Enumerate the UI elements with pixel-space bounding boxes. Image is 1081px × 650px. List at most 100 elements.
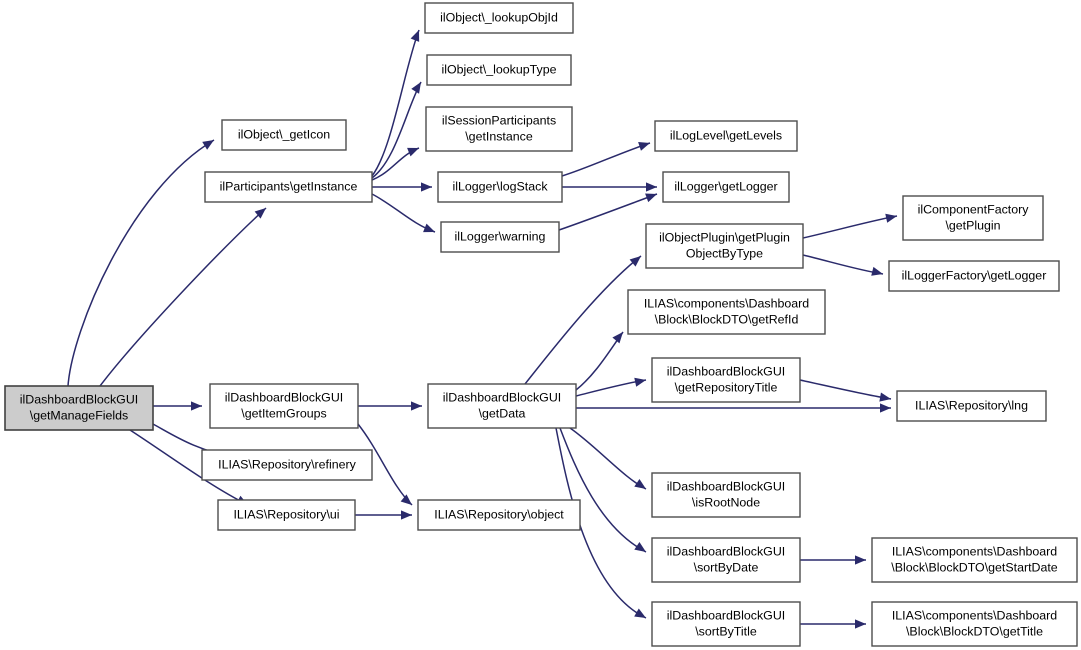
call-edge-getManageFields-to-participantsGetInstance xyxy=(99,207,267,387)
node-label-repositoryRefinery-line-0: ILIAS\Repository\refinery xyxy=(218,457,357,471)
node-box-sortByTitle xyxy=(651,601,801,647)
node-label-participantsGetInstance-line-0: ilParticipants\getInstance xyxy=(220,179,358,193)
arrowhead-2 xyxy=(191,401,202,411)
graph-node-sortByTitle[interactable]: ilDashboardBlockGUI \sortByTitle xyxy=(651,601,801,647)
node-box-repositoryRefinery xyxy=(201,449,373,481)
graph-node-repositoryObject[interactable]: ILIAS\Repository\object xyxy=(417,499,581,531)
graph-node-loggerFactoryGetLogger[interactable]: ilLoggerFactory\getLogger xyxy=(888,260,1060,292)
graph-node-blockDtoGetStartDate[interactable]: ILIAS\components\Dashboard \Block\BlockDT… xyxy=(871,537,1078,583)
node-box-getPluginObjectByType xyxy=(645,223,804,269)
graph-node-blockDtoGetRefId[interactable]: ILIAS\components\Dashboard\Block\BlockDT… xyxy=(627,289,826,335)
node-box-getItemGroups xyxy=(209,383,359,429)
node-label-repositoryUi-line-0: ILIAS\Repository\ui xyxy=(233,507,339,521)
node-box-componentFactoryGetPlugin xyxy=(902,195,1044,241)
node-box-blockDtoGetStartDate xyxy=(871,537,1078,583)
graph-node-getLogger[interactable]: ilLogger\getLogger xyxy=(662,171,790,203)
arrowhead-6 xyxy=(411,82,421,94)
graph-node-getLevels[interactable]: ilLogLevel\getLevels xyxy=(654,120,798,152)
node-box-sortByDate xyxy=(651,537,801,583)
graph-node-participantsGetInstance[interactable]: ilParticipants\getInstance xyxy=(204,171,373,203)
call-edge-getData-to-sortByDate xyxy=(559,427,647,553)
node-box-participantsGetInstance xyxy=(204,171,373,203)
arrowhead-27 xyxy=(855,619,866,629)
node-label-getData-line-0: ilDashboardBlockGUI xyxy=(443,390,561,404)
call-edge-participantsGetInstance-to-lookupObjId xyxy=(371,29,420,177)
node-box-logStack xyxy=(437,171,563,203)
arrowhead-26 xyxy=(855,555,866,565)
graph-node-repositoryUi[interactable]: ILIAS\Repository\ui xyxy=(217,499,356,531)
graph-node-repositoryRefinery[interactable]: ILIAS\Repository\refinery xyxy=(201,449,373,481)
node-label-getItemGroups-line-1: \getItemGroups xyxy=(241,406,326,420)
graph-node-sortByDate[interactable]: ilDashboardBlockGUI\sortByDate xyxy=(651,537,801,583)
node-label-sortByTitle-line-1: \sortByTitle xyxy=(695,624,757,638)
graph-node-blockDtoGetTitle[interactable]: ILIAS\components\Dashboard\Block\BlockDT… xyxy=(871,601,1078,647)
call-edge-getData-to-isRootNode xyxy=(569,427,647,490)
call-edge-getRepositoryTitle-to-repositoryLng xyxy=(799,379,892,400)
node-label-lookupObjId-line-0: ilObject\_lookupObjId xyxy=(440,10,558,24)
node-label-blockDtoGetStartDate-line-1: \Block\BlockDTO\getStartDate xyxy=(891,560,1058,574)
arrowhead-22 xyxy=(634,608,646,618)
node-box-repositoryUi xyxy=(217,499,356,531)
arrowhead-5 xyxy=(410,30,420,42)
graph-node-warning[interactable]: ilLogger\warning xyxy=(440,221,560,253)
graph-node-repositoryLng[interactable]: ILIAS\Repository\lng xyxy=(896,390,1047,422)
node-box-blockDtoGetTitle xyxy=(871,601,1078,647)
node-box-repositoryLng xyxy=(896,390,1047,422)
node-label-isRootNode-line-0: ilDashboardBlockGUI xyxy=(667,479,785,493)
graph-node-getItemGroups[interactable]: ilDashboardBlockGUI \getItemGroups xyxy=(209,383,359,429)
graph-node-getIcon[interactable]: ilObject\_getIcon xyxy=(221,119,347,151)
node-label-componentFactoryGetPlugin-line-1: \getPlugin xyxy=(945,218,1000,232)
arrowhead-10 xyxy=(638,142,650,151)
node-box-repositoryObject xyxy=(417,499,581,531)
node-label-blockDtoGetTitle-line-1: \Block\BlockDTO\getTitle xyxy=(906,624,1043,638)
node-label-getItemGroups-line-0: ilDashboardBlockGUI xyxy=(225,390,343,404)
call-edge-getData-to-getPluginObjectByType xyxy=(524,255,642,385)
node-box-blockDtoGetRefId xyxy=(627,289,826,335)
node-label-logStack-line-0: ilLogger\logStack xyxy=(452,179,548,193)
node-label-getManageFields-line-0: ilDashboardBlockGUI xyxy=(20,392,138,406)
graph-node-lookupObjId[interactable]: ilObject\_lookupObjId xyxy=(424,2,574,34)
graph-node-getRepositoryTitle[interactable]: ilDashboardBlockGUI\getRepositoryTitle xyxy=(651,357,801,403)
arrowhead-7 xyxy=(407,147,419,157)
node-label-blockDtoGetStartDate-line-0: ILIAS\components\Dashboard xyxy=(892,544,1057,558)
node-label-isRootNode-line-1: \isRootNode xyxy=(692,495,760,509)
arrowhead-17 xyxy=(634,377,646,387)
arrowhead-20 xyxy=(634,479,646,489)
node-label-getIcon-line-0: ilObject\_getIcon xyxy=(238,127,330,141)
arrowhead-1 xyxy=(254,208,266,219)
node-box-lookupObjId xyxy=(424,2,574,34)
graph-node-sessionParticipants[interactable]: ilSessionParticipants\getInstance xyxy=(425,106,573,152)
node-label-lookupType-line-0: ilObject\_lookupType xyxy=(441,62,556,76)
call-edge-logStack-to-getLevels xyxy=(561,142,651,177)
call-edge-getPluginObjectByType-to-loggerFactoryGetLogger xyxy=(802,254,884,275)
call-edge-getManageFields-to-getIcon xyxy=(67,139,215,387)
node-label-getLevels-line-0: ilLogLevel\getLevels xyxy=(670,128,782,142)
arrowhead-15 xyxy=(629,256,641,267)
graph-node-logStack[interactable]: ilLogger\logStack xyxy=(437,171,563,203)
graph-node-getManageFields[interactable]: ilDashboardBlockGUI \getManageFields xyxy=(4,385,154,431)
node-label-getRepositoryTitle-line-1: \getRepositoryTitle xyxy=(675,380,778,394)
node-label-getManageFields-line-1: \getManageFields xyxy=(30,408,129,422)
node-label-sessionParticipants-line-1: \getInstance xyxy=(465,129,533,143)
node-label-repositoryLng-line-0: ILIAS\Repository\lng xyxy=(915,398,1028,412)
node-label-loggerFactoryGetLogger-line-0: ilLoggerFactory\getLogger xyxy=(902,268,1047,282)
arrowhead-9 xyxy=(423,223,435,233)
node-box-isRootNode xyxy=(651,472,801,518)
graph-node-getData[interactable]: ilDashboardBlockGUI\getData xyxy=(427,383,577,429)
arrowhead-14 xyxy=(871,266,883,276)
node-box-getData xyxy=(427,383,577,429)
node-box-getManageFields xyxy=(4,385,154,431)
graph-node-isRootNode[interactable]: ilDashboardBlockGUI \isRootNode xyxy=(651,472,801,518)
node-label-warning-line-0: ilLogger\warning xyxy=(455,229,546,243)
node-label-sortByDate-line-1: \sortByDate xyxy=(694,560,759,574)
arrowhead-18 xyxy=(880,403,891,413)
node-label-sortByTitle-line-0: ilDashboardBlockGUI xyxy=(667,608,785,622)
graph-node-componentFactoryGetPlugin[interactable]: ilComponentFactory\getPlugin xyxy=(902,195,1044,241)
graph-node-lookupType[interactable]: ilObject\_lookupType xyxy=(426,54,572,86)
arrowhead-layer xyxy=(191,30,897,629)
node-box-warning xyxy=(440,221,560,253)
node-box-sessionParticipants xyxy=(425,106,573,152)
call-edge-getData-to-blockDtoGetRefId xyxy=(575,331,624,391)
node-label-repositoryObject-line-0: ILIAS\Repository\object xyxy=(434,507,564,521)
